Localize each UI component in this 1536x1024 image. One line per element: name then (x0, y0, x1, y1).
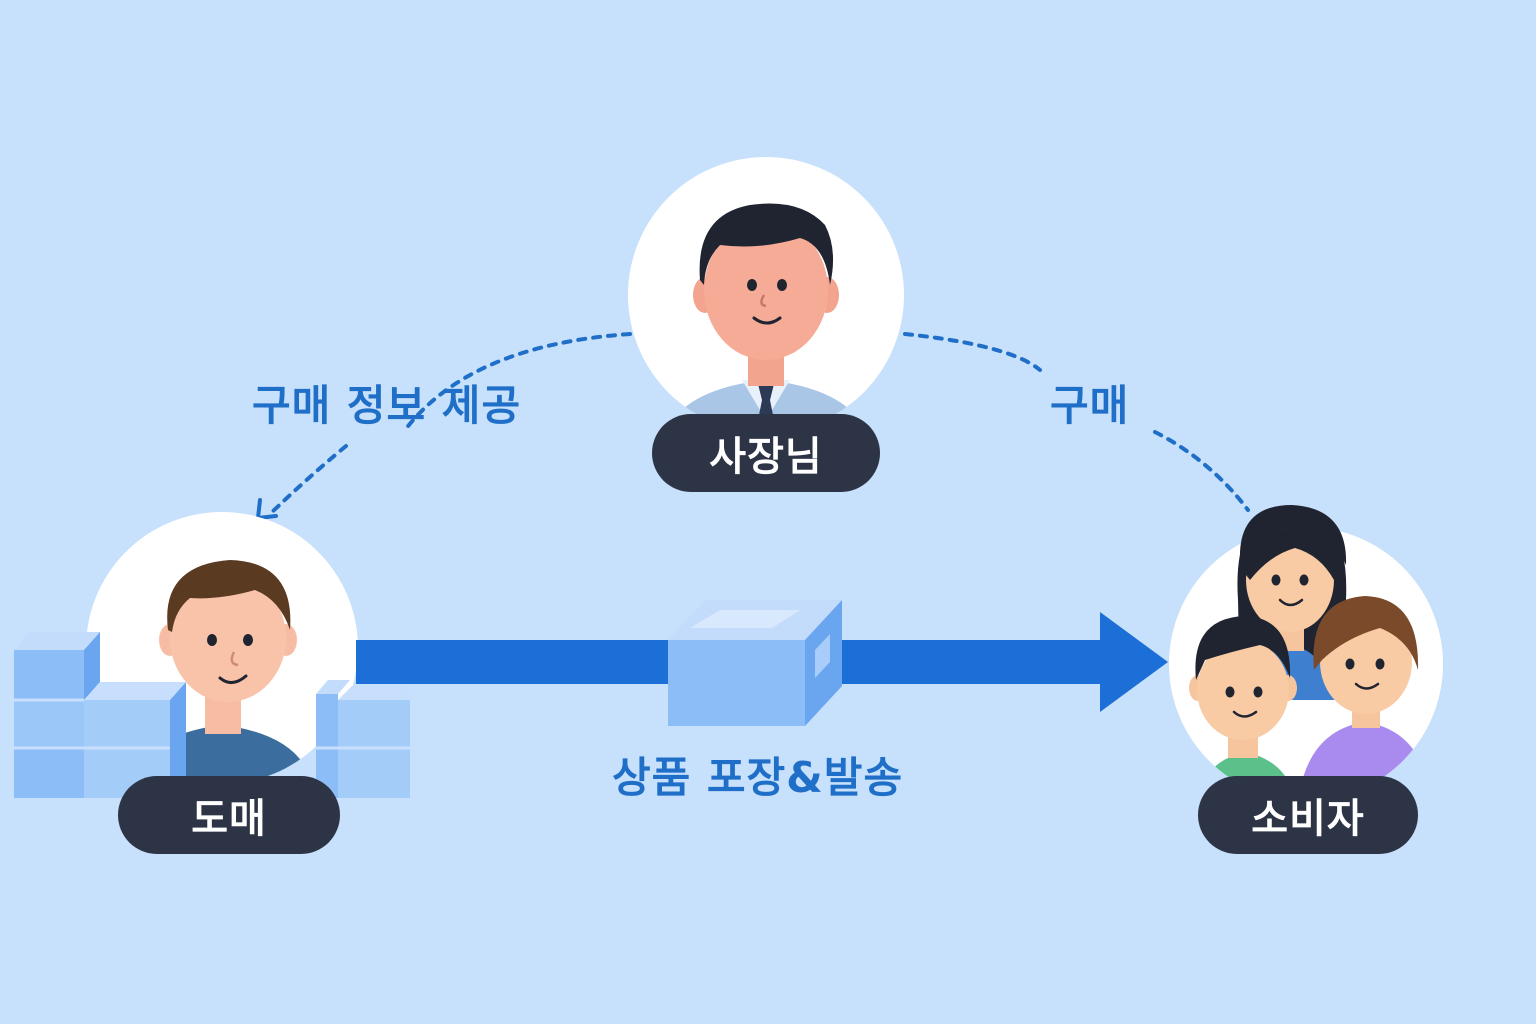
owner-node (628, 157, 904, 433)
shipping-label: 상품 포장&발송 (612, 753, 904, 802)
box-stack-right (316, 680, 410, 798)
wholesale-label: 도매 (118, 776, 340, 854)
purchase-connector (903, 332, 1250, 512)
package-box-icon (668, 600, 842, 726)
dotted-line-icon (903, 332, 1042, 372)
owner-label: 사장님 (652, 414, 880, 492)
consumer-node (1169, 505, 1443, 801)
purchase-info-connector (256, 332, 632, 520)
dotted-arrow-icon (256, 498, 278, 520)
purchase-info-label: 구매 정보 제공 (252, 381, 522, 430)
consumer-label: 소비자 (1198, 776, 1418, 854)
wholesale-node (14, 512, 410, 798)
purchase-label: 구매 (1050, 381, 1130, 430)
